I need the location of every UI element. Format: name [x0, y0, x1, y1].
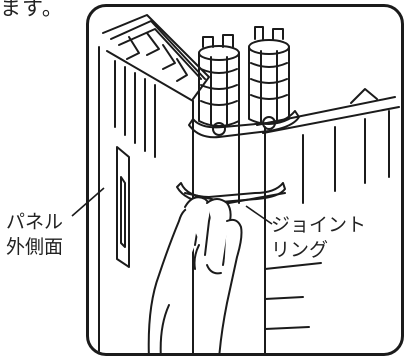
rear-tab: [350, 88, 378, 104]
joint-ring-label: ジョイント リング: [271, 213, 366, 263]
base-hole-right: [262, 116, 276, 130]
panel-label-line1: パネル: [6, 211, 64, 233]
panel-leader-line: [71, 187, 105, 217]
joint-label-line1: ジョイント: [271, 214, 367, 236]
joint-label-line2: リング: [271, 239, 329, 261]
top-rim-inner: [110, 20, 206, 80]
interior-line-2: [264, 296, 304, 300]
panel-outer-side-label: パネル 外側面: [6, 210, 63, 260]
appliance-illustration: [98, 14, 400, 353]
instruction-text-fragment: ます。: [0, 0, 64, 20]
joint-ring-leader-line: [245, 205, 273, 225]
interior-line-3: [264, 326, 310, 330]
panel-slot-inner: [120, 176, 126, 248]
panel-slot: [116, 146, 130, 268]
base-hole-left: [212, 122, 226, 136]
top-rim: [102, 14, 210, 100]
interior-line-1: [264, 262, 322, 270]
holder-left: [198, 34, 240, 127]
rim-ribs: [126, 32, 188, 82]
hand-illustration: [147, 196, 243, 353]
rear-wall-top-2: [262, 106, 400, 134]
holder-right: [248, 26, 290, 125]
illustration-frame: [86, 4, 404, 356]
panel-label-line2: 外側面: [6, 236, 64, 258]
holder-base: [188, 110, 300, 139]
